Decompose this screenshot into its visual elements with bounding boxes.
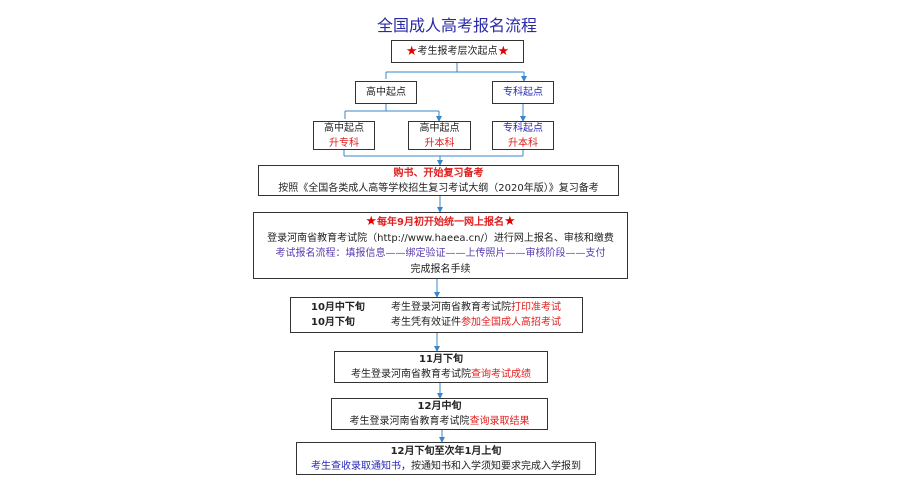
- exam-row: 10月中下旬 考生登录河南省教育考试院打印准考试: [291, 300, 582, 315]
- path-bottom: 升专科: [329, 137, 359, 149]
- path-box: 高中起点升本科: [408, 121, 471, 150]
- register-box: ★每年9月初开始统一网上报名★ 登录河南省教育考试院（http://www.ha…: [253, 212, 628, 279]
- score-time: 11月下旬: [419, 354, 463, 365]
- start-box: ★ 考生报考层次起点 ★: [391, 40, 524, 63]
- exam-box: 10月中下旬 考生登录河南省教育考试院打印准考试 10月下旬 考生凭有效证件参加全国…: [290, 297, 583, 333]
- page-title: 全国成人高考报名流程: [376, 16, 537, 35]
- exam-time: 10月中下旬: [311, 302, 365, 313]
- path-box: 专科起点升本科: [492, 121, 554, 150]
- prep-heading: 购书、开始复习备考: [393, 167, 484, 179]
- exam-highlight: 参加全国成人高招考试: [461, 317, 561, 328]
- exam-time: 10月下旬: [311, 317, 355, 328]
- register-heading: 每年9月初开始统一网上报名: [377, 217, 504, 228]
- path-top: 高中起点: [324, 122, 364, 134]
- admit-time: 12月中旬: [417, 401, 462, 412]
- score-box: 11月下旬 考生登录河南省教育考试院查询考试成绩: [334, 351, 548, 383]
- exam-text: 考生凭有效证件: [391, 317, 461, 328]
- star-icon: ★: [503, 214, 516, 229]
- star-icon: ★: [365, 214, 378, 229]
- register-complete: 完成报名手续: [410, 263, 471, 275]
- enroll-box: 12月下旬至次年1月上旬 考生查收录取通知书，按通知书和入学须知要求完成入学报到: [296, 442, 596, 475]
- star-icon: ★: [497, 44, 510, 59]
- high-school-start-box: 高中起点: [355, 81, 417, 104]
- start-label: 考生报考层次起点: [417, 46, 498, 57]
- score-text: 考生登录河南省教育考试院: [351, 369, 471, 380]
- college-start-box: 专科起点: [492, 81, 554, 104]
- enroll-highlight: 考生查收录取通知书: [311, 460, 401, 472]
- path-top: 专科起点: [503, 122, 543, 134]
- admit-highlight: 查询录取结果: [469, 416, 530, 427]
- level-label: 高中起点: [366, 87, 406, 98]
- path-box: 高中起点升专科: [313, 121, 375, 150]
- register-url-text: 登录河南省教育考试院（http://www.haeea.cn/）进行网上报名、审…: [267, 232, 614, 244]
- exam-row: 10月下旬 考生凭有效证件参加全国成人高招考试: [291, 315, 582, 330]
- exam-text: 考生登录河南省教育考试院: [391, 302, 511, 313]
- prep-box: 购书、开始复习备考 按照《全国各类成人高等学校招生复习考试大纲（2020年版）》…: [258, 165, 619, 196]
- prep-text: 按照《全国各类成人高等学校招生复习考试大纲（2020年版）》复习备考: [278, 182, 599, 194]
- score-highlight: 查询考试成绩: [471, 369, 531, 380]
- path-top: 高中起点: [419, 122, 460, 134]
- level-label: 专科起点: [503, 87, 543, 98]
- admit-text: 考生登录河南省教育考试院: [349, 416, 470, 427]
- star-icon: ★: [405, 44, 418, 59]
- enroll-time: 12月下旬至次年1月上旬: [390, 445, 502, 457]
- register-steps: 考试报名流程：填报信息——绑定验证——上传照片——审核阶段——支付: [275, 248, 606, 259]
- exam-highlight: 打印准考试: [511, 302, 561, 313]
- admission-box: 12月中旬 考生登录河南省教育考试院查询录取结果: [331, 398, 548, 430]
- path-bottom: 升本科: [508, 137, 538, 149]
- path-bottom: 升本科: [424, 137, 455, 149]
- enroll-text: ，按通知书和入学须知要求完成入学报到: [401, 460, 581, 472]
